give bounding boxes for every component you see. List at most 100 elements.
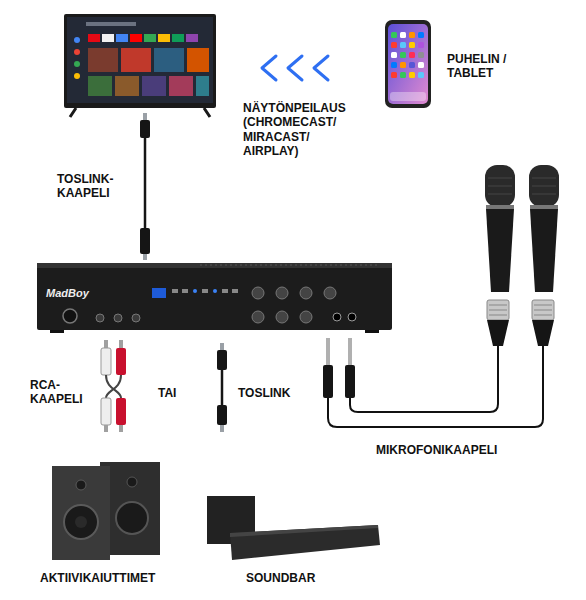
amplifier-part bbox=[50, 330, 64, 333]
app-icons-part bbox=[418, 72, 424, 78]
cable-label: MIKROFONIKAAPELI bbox=[376, 443, 497, 457]
app-icons-part bbox=[409, 42, 415, 48]
cable-label: TAI bbox=[158, 386, 176, 400]
amplifier-part bbox=[202, 289, 208, 293]
phone bbox=[385, 20, 431, 108]
tv-set-part bbox=[64, 14, 216, 108]
microphone-cable bbox=[323, 338, 543, 427]
amplifier-part bbox=[276, 287, 288, 299]
toslink-cable-lower-part bbox=[217, 405, 227, 425]
microphone-cable-part bbox=[350, 346, 498, 412]
tv-set-part bbox=[70, 108, 210, 117]
app-icons-part bbox=[418, 62, 424, 68]
tv-set-part bbox=[144, 34, 156, 42]
rca-cable-part bbox=[106, 375, 121, 398]
amplifier-part bbox=[200, 265, 380, 266]
microphone-part bbox=[530, 209, 558, 292]
microphone-cable-part bbox=[348, 338, 352, 365]
tv-set-part bbox=[121, 48, 151, 72]
rca-cable-part bbox=[116, 348, 126, 375]
toslink-cable-lower bbox=[217, 343, 227, 432]
toslink-cable-upper-part bbox=[144, 138, 147, 228]
tv-set-part bbox=[172, 34, 184, 42]
amplifier-part bbox=[252, 287, 264, 299]
active-speakers-part bbox=[52, 466, 110, 560]
cable-label: TOSLINK bbox=[238, 386, 290, 400]
app-icons-part bbox=[409, 52, 415, 58]
amplifier-part bbox=[232, 289, 238, 293]
rca-cable-part bbox=[119, 425, 123, 432]
tv-set-part bbox=[74, 37, 80, 43]
rca-cable-part bbox=[101, 348, 111, 375]
app-icons-part bbox=[409, 62, 415, 68]
tv-set-part bbox=[88, 76, 112, 96]
mirroring-arrow-part bbox=[262, 56, 276, 80]
microphone-part bbox=[488, 178, 512, 194]
tv-set-part bbox=[67, 17, 213, 103]
microphone-part bbox=[486, 209, 514, 292]
toslink-cable-lower-part bbox=[220, 343, 224, 350]
caption-text: SOUNDBAR bbox=[246, 571, 315, 585]
app-icons-part bbox=[418, 42, 424, 48]
app-icons-part bbox=[400, 62, 406, 68]
tv-set-part bbox=[74, 73, 80, 79]
mirroring-arrow bbox=[262, 56, 328, 80]
toslink-cable-lower-part bbox=[217, 350, 227, 370]
toslink-cable-upper-part bbox=[143, 113, 147, 120]
toslink-cable-upper bbox=[140, 113, 150, 260]
app-icons-part bbox=[409, 32, 415, 38]
active-speakers-part bbox=[64, 505, 98, 539]
amplifier-part bbox=[222, 289, 228, 293]
xlr-connector-part bbox=[534, 305, 552, 315]
connection-label: NÄYTÖNPEILAUS (CHROMECAST/ MIRACAST/ AIR… bbox=[243, 101, 346, 159]
soundbar-part bbox=[230, 525, 378, 537]
microphone-cable-part bbox=[328, 346, 543, 427]
amplifier bbox=[37, 263, 392, 333]
device-caption: SOUNDBAR bbox=[246, 571, 315, 585]
tv-set-part bbox=[196, 76, 209, 96]
toslink-cable-lower-part bbox=[220, 425, 224, 432]
amplifier-part bbox=[152, 288, 166, 298]
amplifier-part bbox=[193, 289, 197, 293]
phone-part bbox=[388, 24, 428, 104]
amplifier-part bbox=[37, 263, 392, 330]
tv-set-part bbox=[88, 34, 100, 42]
cable-label: TOSLINK-KAAPELI bbox=[57, 172, 113, 201]
tv-set-part bbox=[158, 34, 170, 42]
app-icons-part bbox=[391, 72, 397, 78]
app-icons-part bbox=[391, 62, 397, 68]
amplifier-part bbox=[182, 289, 188, 293]
app-icons bbox=[390, 32, 426, 101]
cable-label: RCA-KAAPELI bbox=[30, 378, 83, 407]
tv-set-part bbox=[130, 34, 142, 42]
microphone-part bbox=[486, 205, 514, 209]
microphone-cable-part bbox=[345, 365, 355, 398]
microphone-part bbox=[485, 165, 515, 207]
rca-cable-part bbox=[104, 425, 108, 432]
amplifier-part bbox=[324, 287, 336, 299]
xlr-connector-part bbox=[532, 300, 554, 320]
microphone-part bbox=[529, 165, 559, 207]
microphone-part bbox=[532, 178, 556, 194]
app-icons-part bbox=[391, 52, 397, 58]
amplifier-part bbox=[365, 330, 379, 333]
amplifier-part bbox=[172, 289, 178, 293]
microphone bbox=[529, 165, 559, 292]
app-icons-part bbox=[391, 42, 397, 48]
phone-part bbox=[385, 20, 431, 108]
amplifier-part bbox=[333, 313, 341, 321]
xlr-connector-part bbox=[487, 320, 509, 346]
tv-set-part bbox=[86, 22, 136, 26]
amplifier-part bbox=[300, 287, 312, 299]
xlr-connector-part bbox=[532, 320, 554, 346]
tv-set-part bbox=[154, 48, 184, 72]
active-speakers-part bbox=[116, 502, 148, 534]
tv-set-part bbox=[187, 48, 209, 72]
tv-set-part bbox=[74, 61, 80, 67]
amplifier-part bbox=[252, 311, 264, 323]
rca-cable bbox=[101, 340, 126, 432]
app-icons-part bbox=[400, 72, 406, 78]
app-icons-part bbox=[391, 32, 397, 38]
